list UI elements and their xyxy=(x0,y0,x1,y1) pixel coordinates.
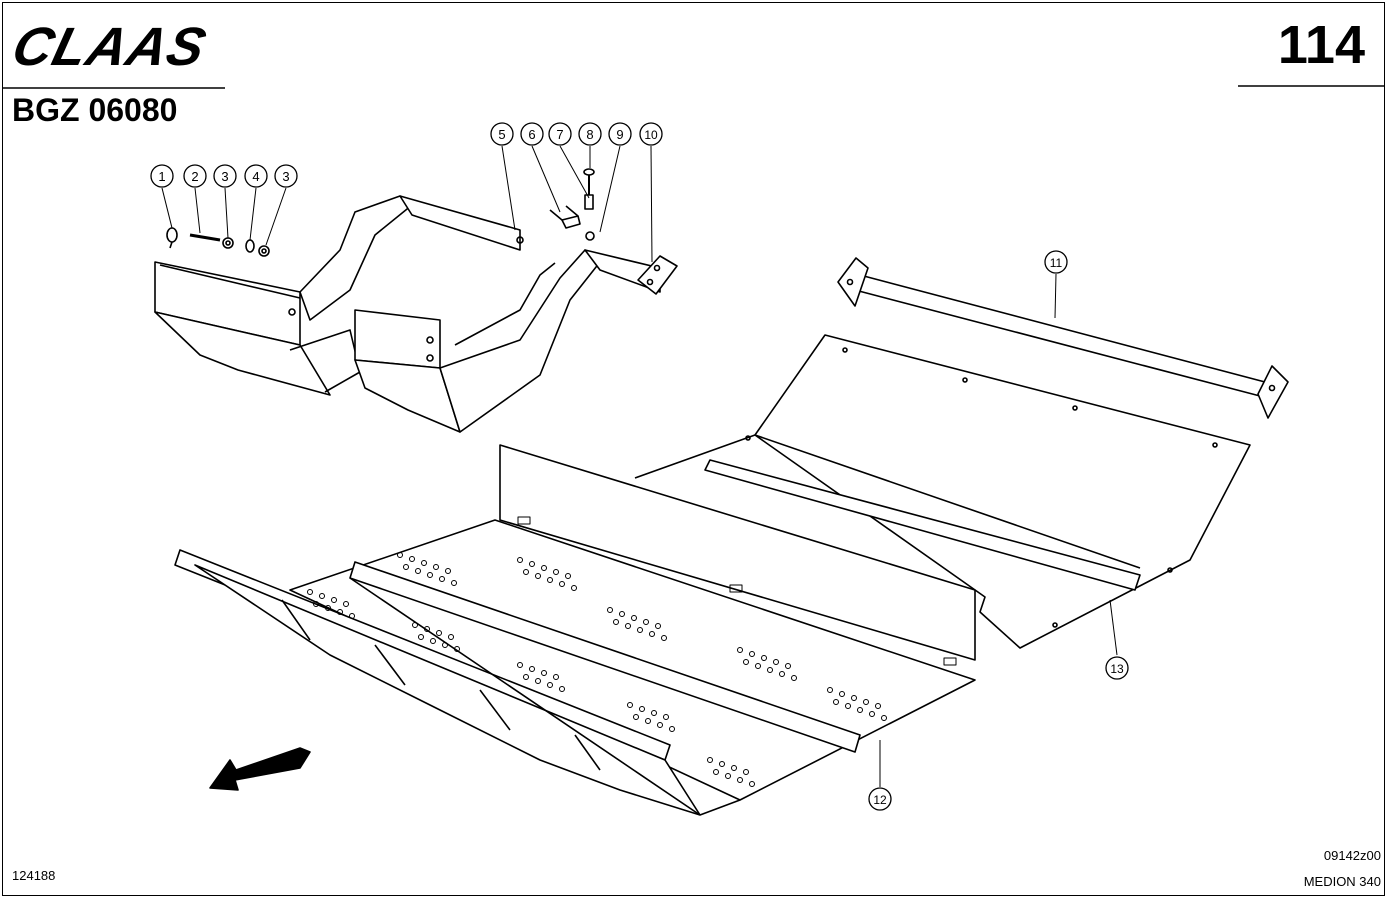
callout-10: 10 xyxy=(639,122,663,146)
svg-text:6: 6 xyxy=(528,127,535,142)
callout-5: 5 xyxy=(490,122,514,146)
svg-text:1: 1 xyxy=(158,169,165,184)
callout-3b: 3 xyxy=(274,164,298,188)
leader-lines xyxy=(161,145,1118,787)
svg-text:13: 13 xyxy=(1110,662,1124,676)
bracket-plate xyxy=(637,255,678,295)
page-number: 114 xyxy=(1277,15,1365,75)
rail-bar xyxy=(837,257,1289,419)
callout-3a: 3 xyxy=(213,164,237,188)
callout-7: 7 xyxy=(548,122,572,146)
svg-text:7: 7 xyxy=(556,127,563,142)
callout-1: 1 xyxy=(150,164,174,188)
callout-11: 11 xyxy=(1044,250,1068,274)
perforations xyxy=(307,516,957,787)
direction-arrow-icon xyxy=(209,747,311,791)
svg-text:8: 8 xyxy=(586,127,593,142)
svg-text:9: 9 xyxy=(616,127,623,142)
middle-housing xyxy=(354,249,661,433)
svg-text:11: 11 xyxy=(1050,256,1063,270)
callout-13: 13 xyxy=(1105,656,1129,680)
left-housing xyxy=(154,195,524,396)
callout-4: 4 xyxy=(244,164,268,188)
svg-text:5: 5 xyxy=(498,127,505,142)
sieve-tray xyxy=(174,444,976,816)
svg-text:12: 12 xyxy=(873,793,887,807)
drawing-code: 09142z00 xyxy=(1323,848,1381,863)
svg-text:2: 2 xyxy=(191,169,198,184)
svg-text:3: 3 xyxy=(282,169,289,184)
callout-2: 2 xyxy=(183,164,207,188)
svg-text:3: 3 xyxy=(221,169,228,184)
callout-9: 9 xyxy=(608,122,632,146)
callouts: 1 2 3 4 3 5 6 7 8 9 10 11 12 13 xyxy=(150,122,1129,811)
callout-12: 12 xyxy=(868,787,892,811)
rear-panel xyxy=(634,334,1251,649)
catalog-number: 124188 xyxy=(12,868,56,883)
svg-text:4: 4 xyxy=(252,169,259,184)
svg-text:10: 10 xyxy=(644,128,658,142)
model-name: MEDION 340 xyxy=(1303,874,1381,889)
callout-8: 8 xyxy=(578,122,602,146)
document-code: BGZ 06080 xyxy=(12,92,178,128)
callout-6: 6 xyxy=(520,122,544,146)
